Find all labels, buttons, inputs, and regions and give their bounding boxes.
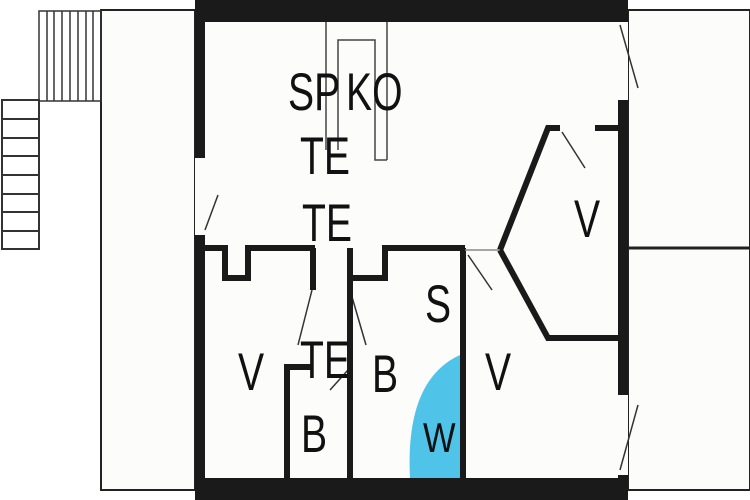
stairs-left [1, 99, 40, 250]
right-terrace [627, 9, 750, 491]
label-te-kitchen: TE [300, 126, 350, 185]
doors [204, 24, 639, 471]
label-te-corridor: TE [300, 330, 350, 389]
label-w: W [423, 416, 456, 462]
label-te-hall: TE [302, 193, 352, 252]
label-sp: SP [288, 62, 340, 121]
interior-walls [205, 125, 620, 478]
water-area [409, 355, 460, 478]
outer-walls [195, 0, 628, 500]
label-v-right: V [574, 189, 600, 248]
label-b-small: B [301, 404, 327, 463]
label-v-mid: V [485, 342, 511, 401]
label-s: S [425, 274, 451, 333]
label-v-left: V [238, 342, 264, 401]
label-b-main: B [372, 344, 398, 403]
label-ko: KO [346, 62, 402, 121]
stairs-top [38, 10, 102, 102]
kitchen-counter [325, 22, 388, 161]
left-terrace [100, 9, 196, 491]
